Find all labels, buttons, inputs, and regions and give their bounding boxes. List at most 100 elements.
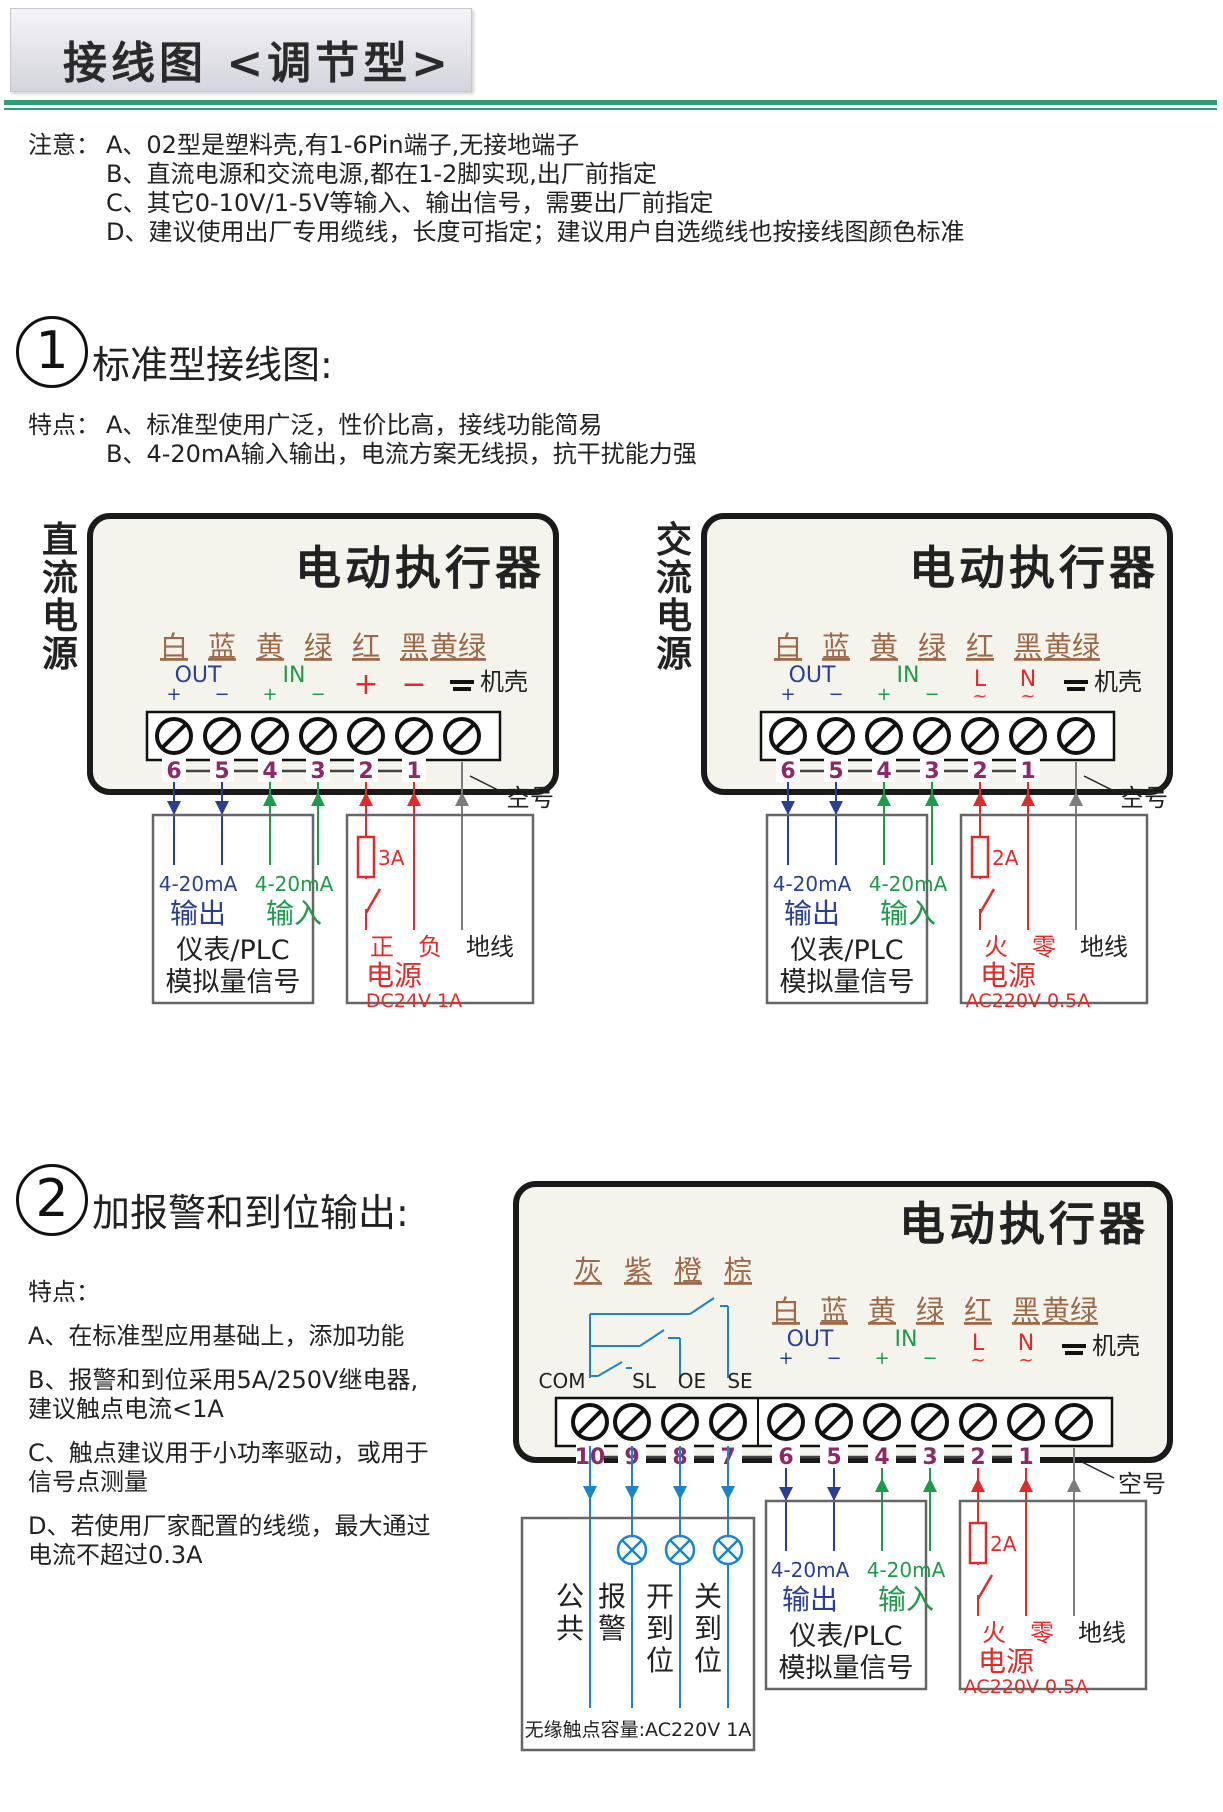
s2-wire-color-4: 红 <box>964 1294 992 1327</box>
dc-terminal-0-slot <box>161 723 187 749</box>
ac-pin-bg-5 <box>1016 758 1040 782</box>
dc-out-minus: − <box>214 684 229 705</box>
section2-features-heading: 特点： <box>28 1278 100 1306</box>
s2-pin-bg-5 <box>820 1444 848 1468</box>
s2-relay-desc-0-0: 公 <box>556 1580 584 1613</box>
s2-switch-gap <box>975 1565 981 1595</box>
s2-lamp-x2-3 <box>717 1539 739 1561</box>
s2-relay-desc-0-1: 共 <box>556 1612 584 1645</box>
ac-shell-label: 机壳 <box>1094 668 1142 696</box>
ac-ground-label: 地线 <box>1080 933 1128 961</box>
dc-pin-number-2: 4 <box>262 759 277 784</box>
s2-power-spec: AC220V 0.5A <box>964 1676 1088 1698</box>
dc-in-cn: 输入 <box>266 897 322 930</box>
s2-alarm-wire-color-3: 棕 <box>724 1254 752 1287</box>
dc-pin-bg-3 <box>306 758 330 782</box>
s2-wire-arrow-5 <box>1019 1478 1033 1492</box>
dc-pin-number-0: 6 <box>166 759 181 784</box>
ac-switch-gap <box>977 879 983 909</box>
s2-plc-label-1: 仪表/PLC <box>789 1621 902 1652</box>
s2-pin-number-5: 5 <box>826 1445 841 1470</box>
dc-pin-number-4: 2 <box>358 759 373 784</box>
dc-pin-bg-4 <box>354 758 378 782</box>
s2-plc-label-2: 模拟量信号 <box>779 1653 914 1684</box>
s2-relay-desc-2-1: 到 <box>646 1612 674 1645</box>
s2-fuse-icon <box>968 1521 988 1565</box>
dc-power-box <box>345 813 535 1005</box>
ac-terminal-3-slot <box>919 723 945 749</box>
ac-actuator-title: 电动执行器 <box>909 541 1159 595</box>
dc-terminal-2-slot <box>257 723 283 749</box>
s2-terminal-4-slot <box>965 1409 991 1435</box>
ac-fuse-label: 2A <box>992 846 1019 870</box>
dc-pin-bg-1 <box>210 758 234 782</box>
dc-side-label-2: 电 <box>42 596 78 637</box>
s2-power-label: 电源 <box>978 1645 1034 1678</box>
ac-empty-label: 空号 <box>1120 784 1168 812</box>
dc-pin-number-5: 1 <box>406 759 421 784</box>
s2-wire-color-6: 黄绿 <box>1042 1294 1098 1327</box>
dc-power-spec: DC24V 1A <box>366 990 462 1012</box>
s2-N-label: N <box>1018 1331 1034 1356</box>
dc-side-label-1: 流 <box>42 558 78 599</box>
s2-lamp-x2-1 <box>621 1539 643 1561</box>
ac-plc-label-2: 模拟量信号 <box>780 967 915 998</box>
s2-in-cn: 输入 <box>878 1583 934 1616</box>
s2-relay-se-switch <box>689 1297 715 1315</box>
dc-wire-arrow-6 <box>455 792 469 806</box>
ac-terminal-1-slot <box>823 723 849 749</box>
s2-pol-right: 零 <box>1030 1619 1054 1647</box>
dc-wire-color-1: 蓝 <box>208 630 236 663</box>
section2-feature-c2: 信号点测量 <box>28 1468 148 1496</box>
ac-out-minus: − <box>828 684 843 705</box>
s2-wire-arrow-3 <box>923 1478 937 1492</box>
dc-in-signal: 4-20mA <box>255 872 334 896</box>
s2-relay-desc-3-2: 位 <box>694 1644 722 1677</box>
s2-pin-bg-7 <box>916 1444 944 1468</box>
ac-L-label: L <box>974 667 987 692</box>
s2-fuse-label: 2A <box>990 1532 1017 1556</box>
ac-N-label: N <box>1020 667 1036 692</box>
ac-in-cn: 输入 <box>880 897 936 930</box>
s2-relay-label-1: SL <box>632 1369 657 1393</box>
s2-relay-desc-2-2: 位 <box>646 1644 674 1677</box>
dc-wire-arrow-3 <box>311 792 325 806</box>
s2-pin-number-6: 4 <box>874 1445 889 1470</box>
s2-relay-desc-1-1: 警 <box>598 1612 626 1645</box>
s2-lamp-x2-2 <box>669 1539 691 1561</box>
ac-N-tilde: ~ <box>1020 686 1035 707</box>
ac-terminal-5-slot <box>1015 723 1041 749</box>
dc-switch-gap <box>363 879 369 909</box>
section1-number: 1 <box>16 316 88 388</box>
s2-out-cn: 输出 <box>782 1583 838 1616</box>
dc-empty-label: 空号 <box>506 784 554 812</box>
ac-terminal-2-slot <box>871 723 897 749</box>
ac-pin-bg-2 <box>872 758 896 782</box>
s2-terminal-2-slot <box>869 1409 895 1435</box>
ac-power-label: 电源 <box>980 959 1036 992</box>
dc-wire-arrow-1 <box>215 801 229 815</box>
dc-wire-color-5: 黑 <box>400 630 428 663</box>
s2-pol-left: 火 <box>982 1619 1006 1647</box>
ac-wire-arrow-4 <box>973 792 987 806</box>
s2-wire-color-1: 蓝 <box>820 1294 848 1327</box>
section1-feature-b: B、4-20mA输入输出，电流方案无线损，抗干扰能力强 <box>106 440 697 468</box>
ac-in-plus: + <box>876 684 891 705</box>
dc-in-minus: − <box>310 684 325 705</box>
s2-relay-label-0: COM <box>539 1369 586 1393</box>
s2-wire-arrow-2 <box>875 1478 889 1492</box>
s2-relay-label-3: SE <box>727 1369 752 1393</box>
dc-pin-bg-2 <box>258 758 282 782</box>
dc-actuator-title: 电动执行器 <box>295 541 545 595</box>
s2-relay-label-2: OE <box>678 1369 706 1393</box>
ac-plc-box <box>765 813 929 1005</box>
note-d: D、建议使用出厂专用缆线，长度可指定；建议用户自选缆线也按接线图颜色标准 <box>106 218 965 246</box>
ac-pin-number-5: 1 <box>1020 759 1035 784</box>
ac-terminal-0-slot <box>775 723 801 749</box>
dc-side-label-0: 直 <box>42 520 78 561</box>
s2-in-plus: + <box>874 1348 889 1369</box>
s2-wire-color-2: 黄 <box>868 1294 896 1327</box>
ac-wire-color-2: 黄 <box>870 630 898 663</box>
dc-out-label: OUT <box>175 663 222 688</box>
